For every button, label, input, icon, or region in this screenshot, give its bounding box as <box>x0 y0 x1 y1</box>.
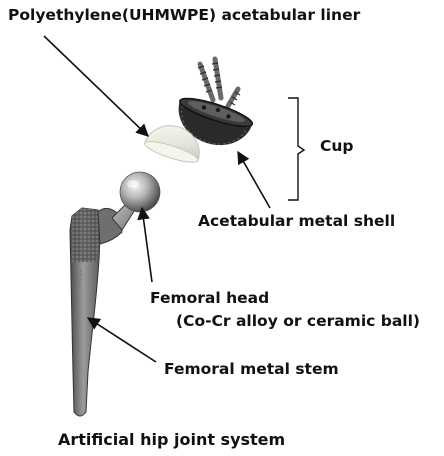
shell-label: Acetabular metal shell <box>198 214 395 230</box>
bone-screw <box>212 59 222 98</box>
femoral-head-label: Femoral head <box>150 291 269 307</box>
femoral-head-ball <box>120 172 160 212</box>
stem-arrow <box>88 318 156 362</box>
femoral-stem: · · · · · <box>70 196 140 416</box>
shell-arrow <box>238 152 270 208</box>
stem-label: Femoral metal stem <box>164 362 339 378</box>
diagram-caption: Artificial hip joint system <box>58 432 285 448</box>
liner-arrow <box>44 36 148 136</box>
femoral-head-material-label: (Co-Cr alloy or ceramic ball) <box>176 314 420 330</box>
bone-screws <box>198 59 240 106</box>
cup-label: Cup <box>320 139 354 155</box>
svg-text:· · · · ·: · · · · · <box>77 271 85 288</box>
liner-label: Polyethylene(UHMWPE) acetabular liner <box>8 8 360 24</box>
bone-screw <box>198 64 213 100</box>
bone-screw <box>228 89 240 106</box>
femoral-head-arrow <box>142 208 152 282</box>
cup-bracket <box>288 98 304 200</box>
